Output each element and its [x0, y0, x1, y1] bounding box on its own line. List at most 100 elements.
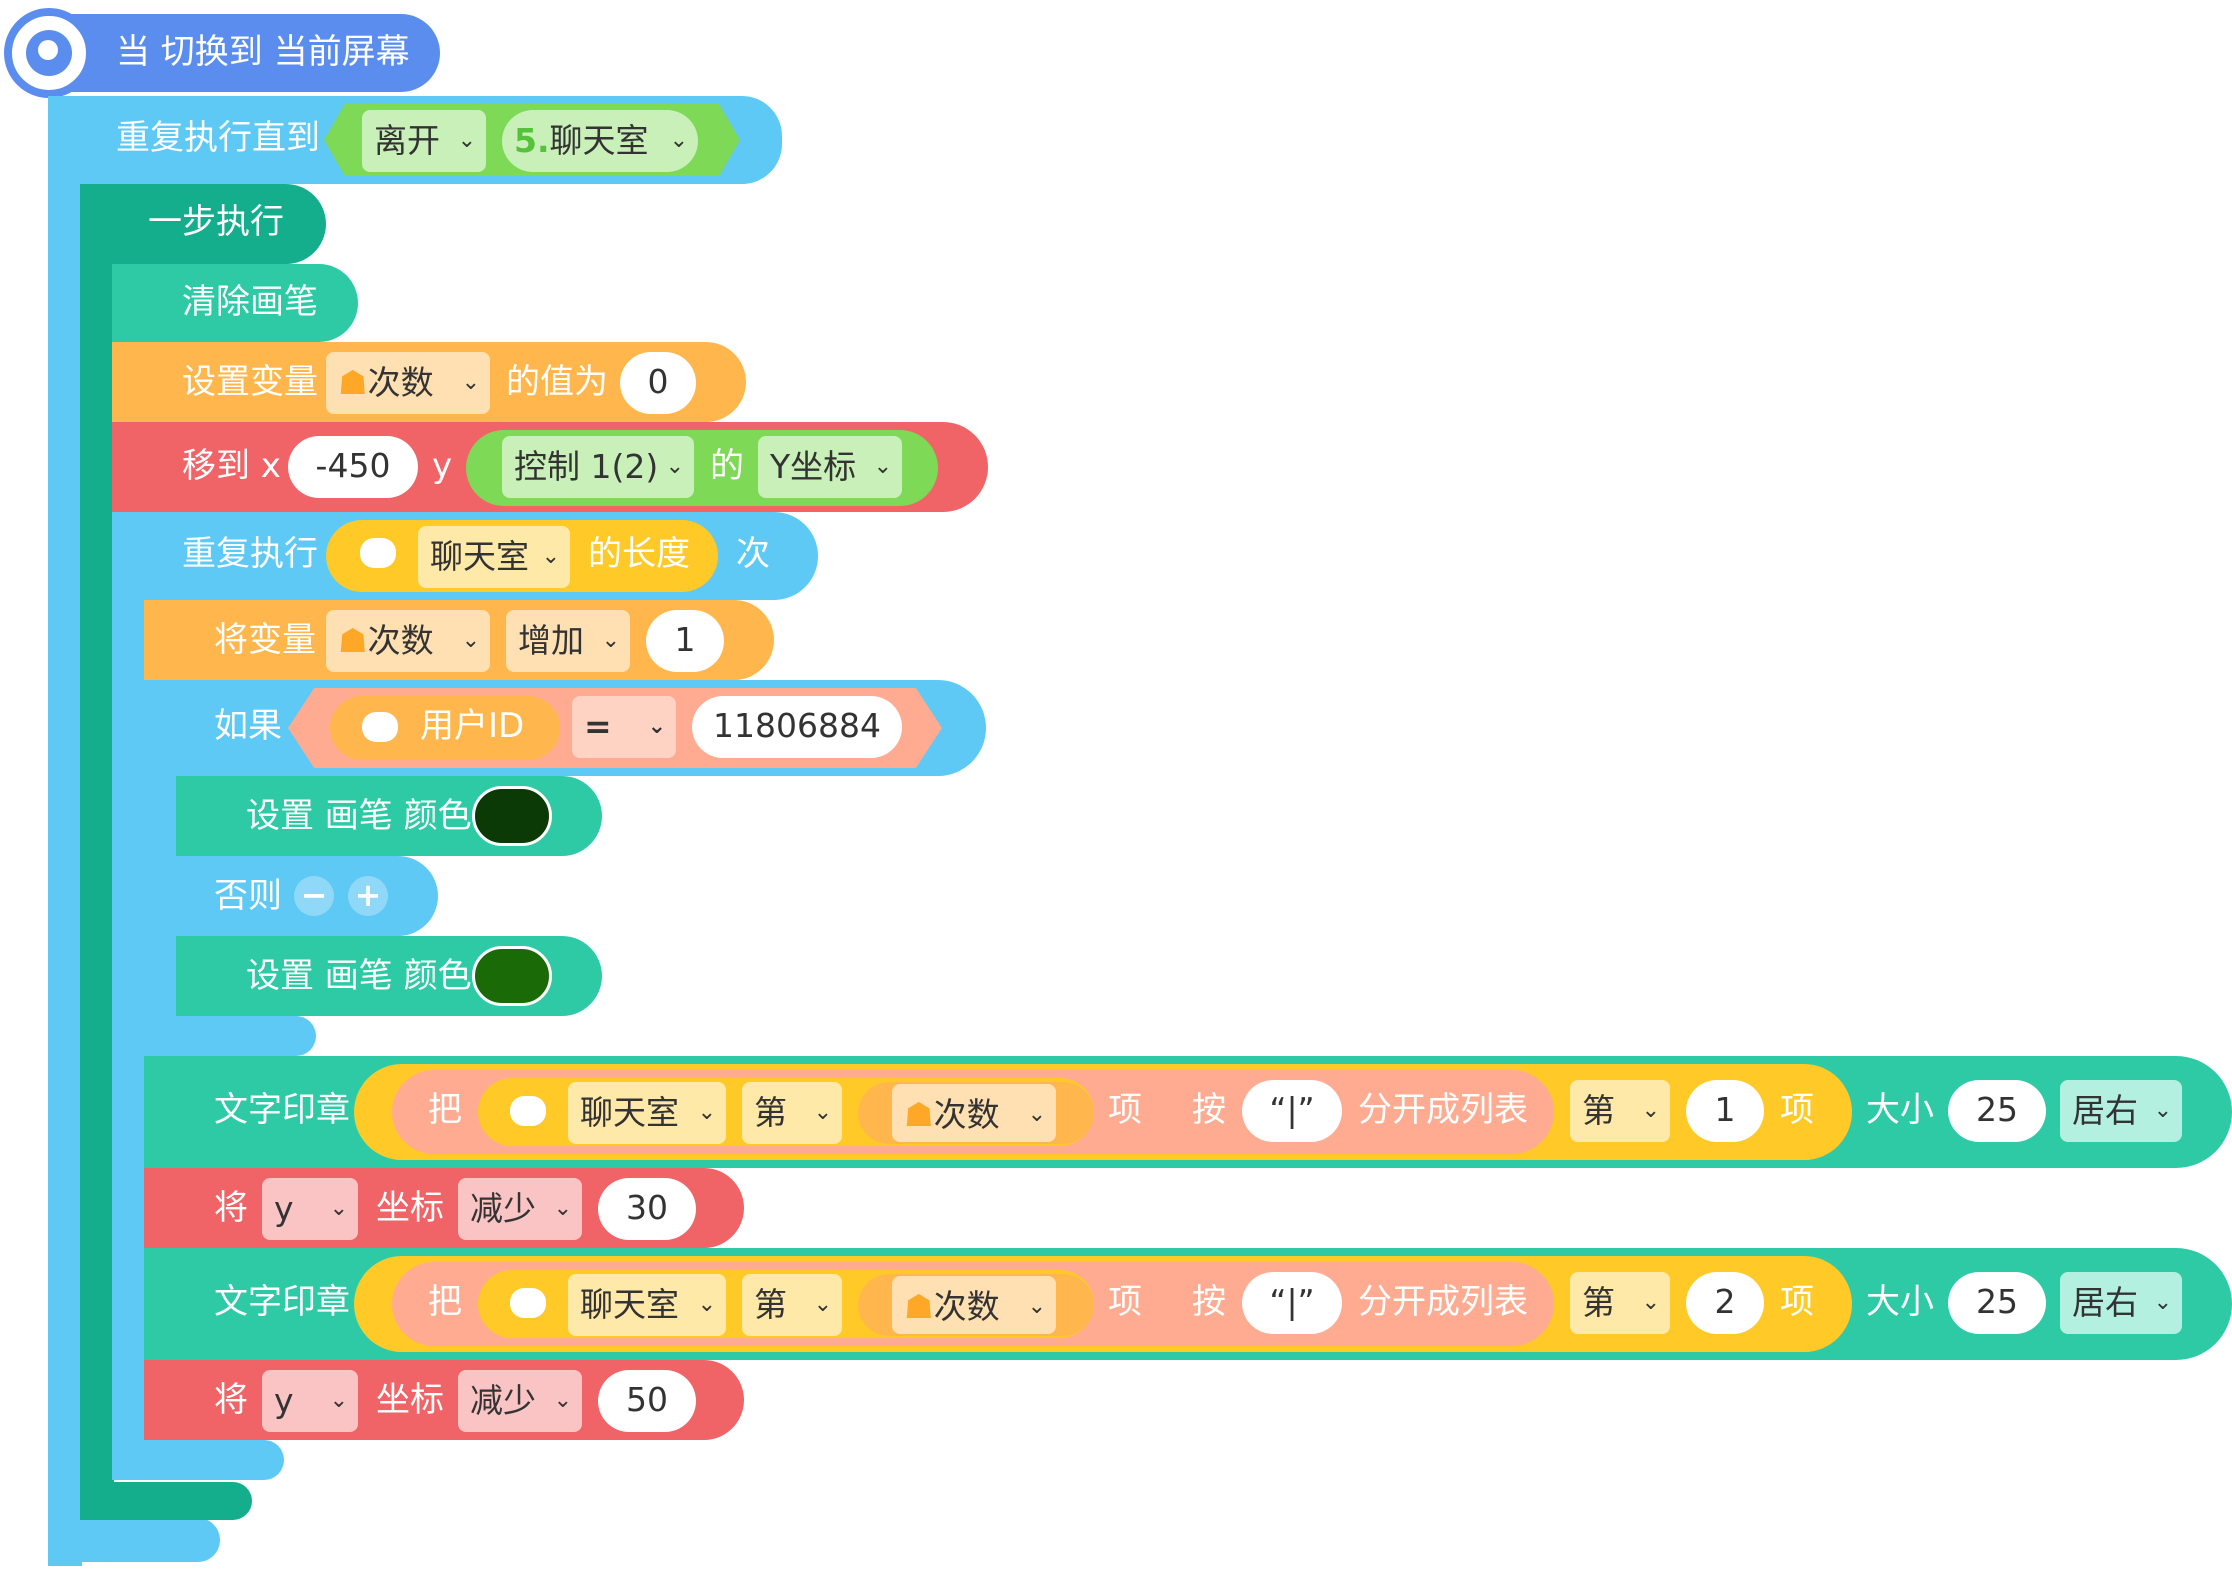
size-input-1[interactable]: 25	[1948, 1080, 2046, 1142]
list-dropdown-s2[interactable]: 聊天室⌄	[568, 1274, 726, 1336]
repeat-until-foot	[48, 1518, 220, 1562]
else-block[interactable]	[144, 856, 438, 936]
clear-pen-label: 清除画笔	[182, 282, 318, 322]
step-spine	[80, 184, 114, 1520]
separator-input-1[interactable]: “|”	[1242, 1080, 1342, 1142]
chevron-down-icon: ⌄	[461, 370, 480, 395]
chevron-down-icon: ⌄	[647, 714, 666, 739]
leave-dropdown[interactable]: 离开⌄	[362, 110, 486, 172]
split-label-2: 分开成列表	[1358, 1282, 1528, 1322]
ba-label-1: 把	[428, 1090, 462, 1130]
index-dropdown-s1b[interactable]: 第⌄	[1570, 1080, 1670, 1142]
set-var-value[interactable]: 0	[620, 352, 696, 414]
separator-input-2[interactable]: “|”	[1242, 1272, 1342, 1334]
list-dropdown-s1[interactable]: 聊天室⌄	[568, 1082, 726, 1144]
var-dropdown-s1[interactable]: ☗次数⌄	[892, 1084, 1056, 1142]
dec-value-1[interactable]: 30	[598, 1178, 696, 1240]
chevron-down-icon: ⌄	[461, 628, 480, 653]
list-dropdown[interactable]: 聊天室⌄	[418, 526, 570, 588]
repeat-until-label: 重复执行直到	[116, 118, 320, 158]
chevron-down-icon: ⌄	[697, 1292, 716, 1317]
repeat-until-spine	[48, 96, 82, 1566]
size-label-1: 大小	[1866, 1090, 1934, 1130]
align-dropdown-2[interactable]: 居右⌄	[2060, 1272, 2182, 1334]
align-dropdown-1[interactable]: 居右⌄	[2060, 1080, 2182, 1142]
chevron-down-icon: ⌄	[1641, 1290, 1660, 1315]
screen-dropdown[interactable]: 5.聊天室⌄	[502, 110, 698, 172]
event-icon	[4, 8, 94, 98]
pen-color-label-2: 设置 画笔 颜色	[246, 956, 472, 996]
op-dropdown-d2[interactable]: 减少⌄	[458, 1370, 582, 1432]
set-var-mid: 的值为	[506, 362, 608, 402]
step-block[interactable]	[80, 184, 326, 264]
color-swatch-2[interactable]	[472, 946, 552, 1006]
index-dropdown-s1[interactable]: 第⌄	[742, 1082, 842, 1144]
xiang2-label-2: 项	[1780, 1282, 1814, 1322]
change-var-label: 将变量	[214, 620, 316, 660]
control-dropdown[interactable]: 控制 1(2)⌄	[502, 436, 694, 498]
clear-pen-block[interactable]	[112, 264, 358, 342]
user-id-label: 用户ID	[420, 706, 525, 746]
var-dropdown-s2[interactable]: ☗次数⌄	[892, 1276, 1056, 1334]
x-input[interactable]: -450	[288, 436, 418, 498]
if-label: 如果	[214, 706, 282, 746]
axis-dropdown-1[interactable]: y⌄	[262, 1178, 358, 1240]
index-dropdown-s2[interactable]: 第⌄	[742, 1274, 842, 1336]
event-hat-block[interactable]	[30, 14, 440, 92]
step-label: 一步执行	[148, 202, 284, 242]
var-dropdown-2[interactable]: ☗次数⌄	[326, 610, 490, 672]
set-var-label: 设置变量	[182, 362, 318, 402]
xiang-label-1: 项	[1108, 1090, 1142, 1130]
op-dropdown-d1[interactable]: 减少⌄	[458, 1178, 582, 1240]
coord-label-2: 坐标	[376, 1380, 444, 1420]
else-minus-button[interactable]: −	[294, 876, 334, 916]
chevron-down-icon: ⌄	[329, 1388, 348, 1413]
if-foot	[144, 1016, 316, 1056]
chevron-down-icon: ⌄	[329, 1196, 348, 1221]
compare-op-dropdown[interactable]: =⌄	[572, 696, 676, 758]
size-input-2[interactable]: 25	[1948, 1272, 2046, 1334]
hat-label: 当 切换到 当前屏幕	[116, 32, 410, 72]
change-var-value[interactable]: 1	[646, 610, 724, 672]
repeat-n-label: 重复执行	[182, 534, 318, 574]
cloud-list-icon	[510, 1096, 546, 1126]
cloud-list-icon	[360, 538, 396, 568]
chevron-down-icon: ⌄	[813, 1292, 832, 1317]
index-dropdown-s2b[interactable]: 第⌄	[1570, 1272, 1670, 1334]
stamp-label-2: 文字印章	[214, 1282, 350, 1322]
attr-dropdown[interactable]: Y坐标⌄	[758, 436, 902, 498]
var-dropdown[interactable]: ☗次数⌄	[326, 352, 490, 414]
chevron-down-icon: ⌄	[2153, 1098, 2172, 1123]
dec-label-1: 将	[214, 1188, 248, 1228]
length-label: 的长度	[588, 534, 690, 574]
stamp-label-1: 文字印章	[214, 1090, 350, 1130]
xiang-label-2: 项	[1108, 1282, 1142, 1322]
dec-value-2[interactable]: 50	[598, 1370, 696, 1432]
an-label-2: 按	[1192, 1282, 1226, 1322]
size-label-2: 大小	[1866, 1282, 1934, 1322]
cloud-list-icon	[510, 1288, 546, 1318]
chevron-down-icon: ⌄	[553, 1196, 572, 1221]
ghost-icon: ☗	[904, 1095, 934, 1134]
op-dropdown[interactable]: 增加⌄	[506, 610, 630, 672]
chevron-down-icon: ⌄	[1641, 1098, 1660, 1123]
repeat-n-foot	[112, 1440, 284, 1480]
color-swatch-1[interactable]	[472, 786, 552, 846]
move-to-label: 移到 x	[182, 446, 281, 486]
an-label-1: 按	[1192, 1090, 1226, 1130]
compare-value[interactable]: 11806884	[692, 696, 902, 758]
xiang2-label-1: 项	[1780, 1090, 1814, 1130]
index-input-1[interactable]: 1	[1686, 1080, 1764, 1142]
chevron-down-icon: ⌄	[813, 1100, 832, 1125]
cloud-upload-icon	[362, 712, 398, 742]
axis-dropdown-2[interactable]: y⌄	[262, 1370, 358, 1432]
index-input-2[interactable]: 2	[1686, 1272, 1764, 1334]
ghost-icon: ☗	[904, 1287, 934, 1326]
pen-color-label-1: 设置 画笔 颜色	[246, 796, 472, 836]
ba-label-2: 把	[428, 1282, 462, 1322]
of-label: 的	[710, 446, 744, 486]
chevron-down-icon: ⌄	[601, 628, 620, 653]
chevron-down-icon: ⌄	[541, 544, 560, 569]
else-plus-button[interactable]: +	[348, 876, 388, 916]
repeat-n-spine	[112, 512, 146, 1440]
